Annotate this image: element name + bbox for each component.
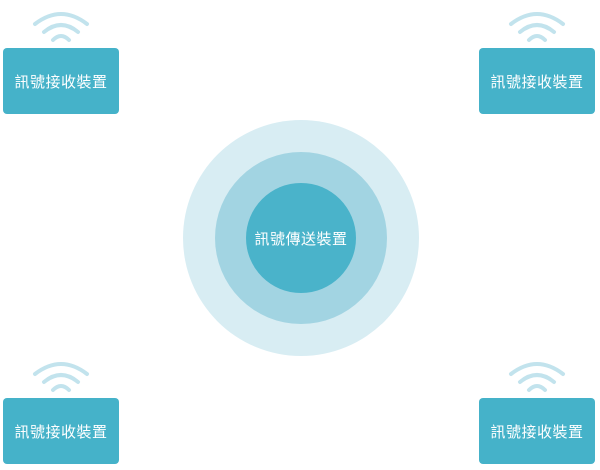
transmitter-core — [246, 183, 356, 293]
receiver-box: 訊號接收裝置 — [3, 48, 119, 114]
receiver-label: 訊號接收裝置 — [14, 72, 108, 91]
receiver-label: 訊號接收裝置 — [490, 422, 584, 441]
receiver-bottom-right: 訊號接收裝置 — [479, 360, 595, 464]
receiver-bottom-left: 訊號接收裝置 — [3, 360, 119, 464]
wifi-icon — [509, 12, 565, 42]
transmitter-label: 訊號傳送裝置 — [254, 229, 348, 248]
receiver-label: 訊號接收裝置 — [490, 72, 584, 91]
receiver-box: 訊號接收裝置 — [479, 398, 595, 464]
receiver-top-right: 訊號接收裝置 — [479, 10, 595, 114]
receiver-label: 訊號接收裝置 — [14, 422, 108, 441]
transmitter: 訊號傳送裝置 — [183, 120, 419, 356]
wifi-icon — [33, 12, 89, 42]
wifi-icon — [509, 362, 565, 392]
receiver-box: 訊號接收裝置 — [479, 48, 595, 114]
receiver-top-left: 訊號接收裝置 — [3, 10, 119, 114]
receiver-box: 訊號接收裝置 — [3, 398, 119, 464]
wifi-icon — [33, 362, 89, 392]
